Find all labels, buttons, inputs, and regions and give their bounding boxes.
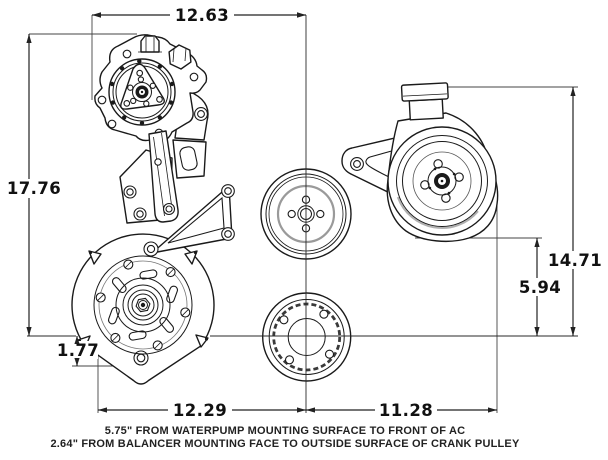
alternator-screws	[95, 259, 191, 351]
dim-label-bottom-left-width: 12.29	[173, 401, 227, 420]
dim-label-bottom-right-width: 11.28	[379, 401, 433, 420]
power-steering-pump	[341, 82, 499, 242]
compressor-top-fitting	[138, 35, 162, 53]
centerlines	[27, 15, 578, 413]
dimension-alternator-drop: 1.77	[57, 336, 99, 366]
triangle-bracket	[143, 184, 235, 257]
dim-label-alternator-drop: 1.77	[57, 341, 99, 360]
dim-label-pulley-drop: 5.94	[519, 278, 561, 297]
dimension-pulley-drop: 5.94	[518, 238, 563, 336]
dimension-bottom-right-width: 11.28	[306, 401, 497, 420]
dim-label-pump-height: 14.71	[548, 251, 602, 270]
bracket-assembly	[119, 130, 179, 224]
note-line-2: 2.64" FROM BALANCER MOUNTING FACE TO OUT…	[50, 438, 519, 450]
dimension-pump-height: 14.71	[548, 87, 603, 336]
alternator	[71, 233, 215, 385]
compressor-clutch	[108, 58, 176, 126]
ps-pulley	[387, 126, 497, 236]
compressor-side-fitting	[168, 44, 192, 70]
dimension-top-width: 12.63	[92, 6, 306, 25]
dimension-left-height: 17.76	[6, 34, 62, 336]
alternator-hub	[115, 277, 171, 333]
clutch-rim-bolts	[109, 58, 175, 126]
ac-compressor	[94, 34, 209, 179]
note-line-1: 5.75" FROM WATERPUMP MOUNTING SURFACE TO…	[105, 425, 466, 437]
dim-label-left-height: 17.76	[7, 179, 61, 198]
ps-reservoir-cap	[400, 82, 449, 121]
crank-pulley	[262, 292, 352, 382]
dim-label-top-width: 12.63	[175, 6, 229, 25]
dimension-bottom-left-width: 12.29	[98, 401, 306, 420]
drawing-notes: 5.75" FROM WATERPUMP MOUNTING SURFACE TO…	[50, 425, 519, 450]
